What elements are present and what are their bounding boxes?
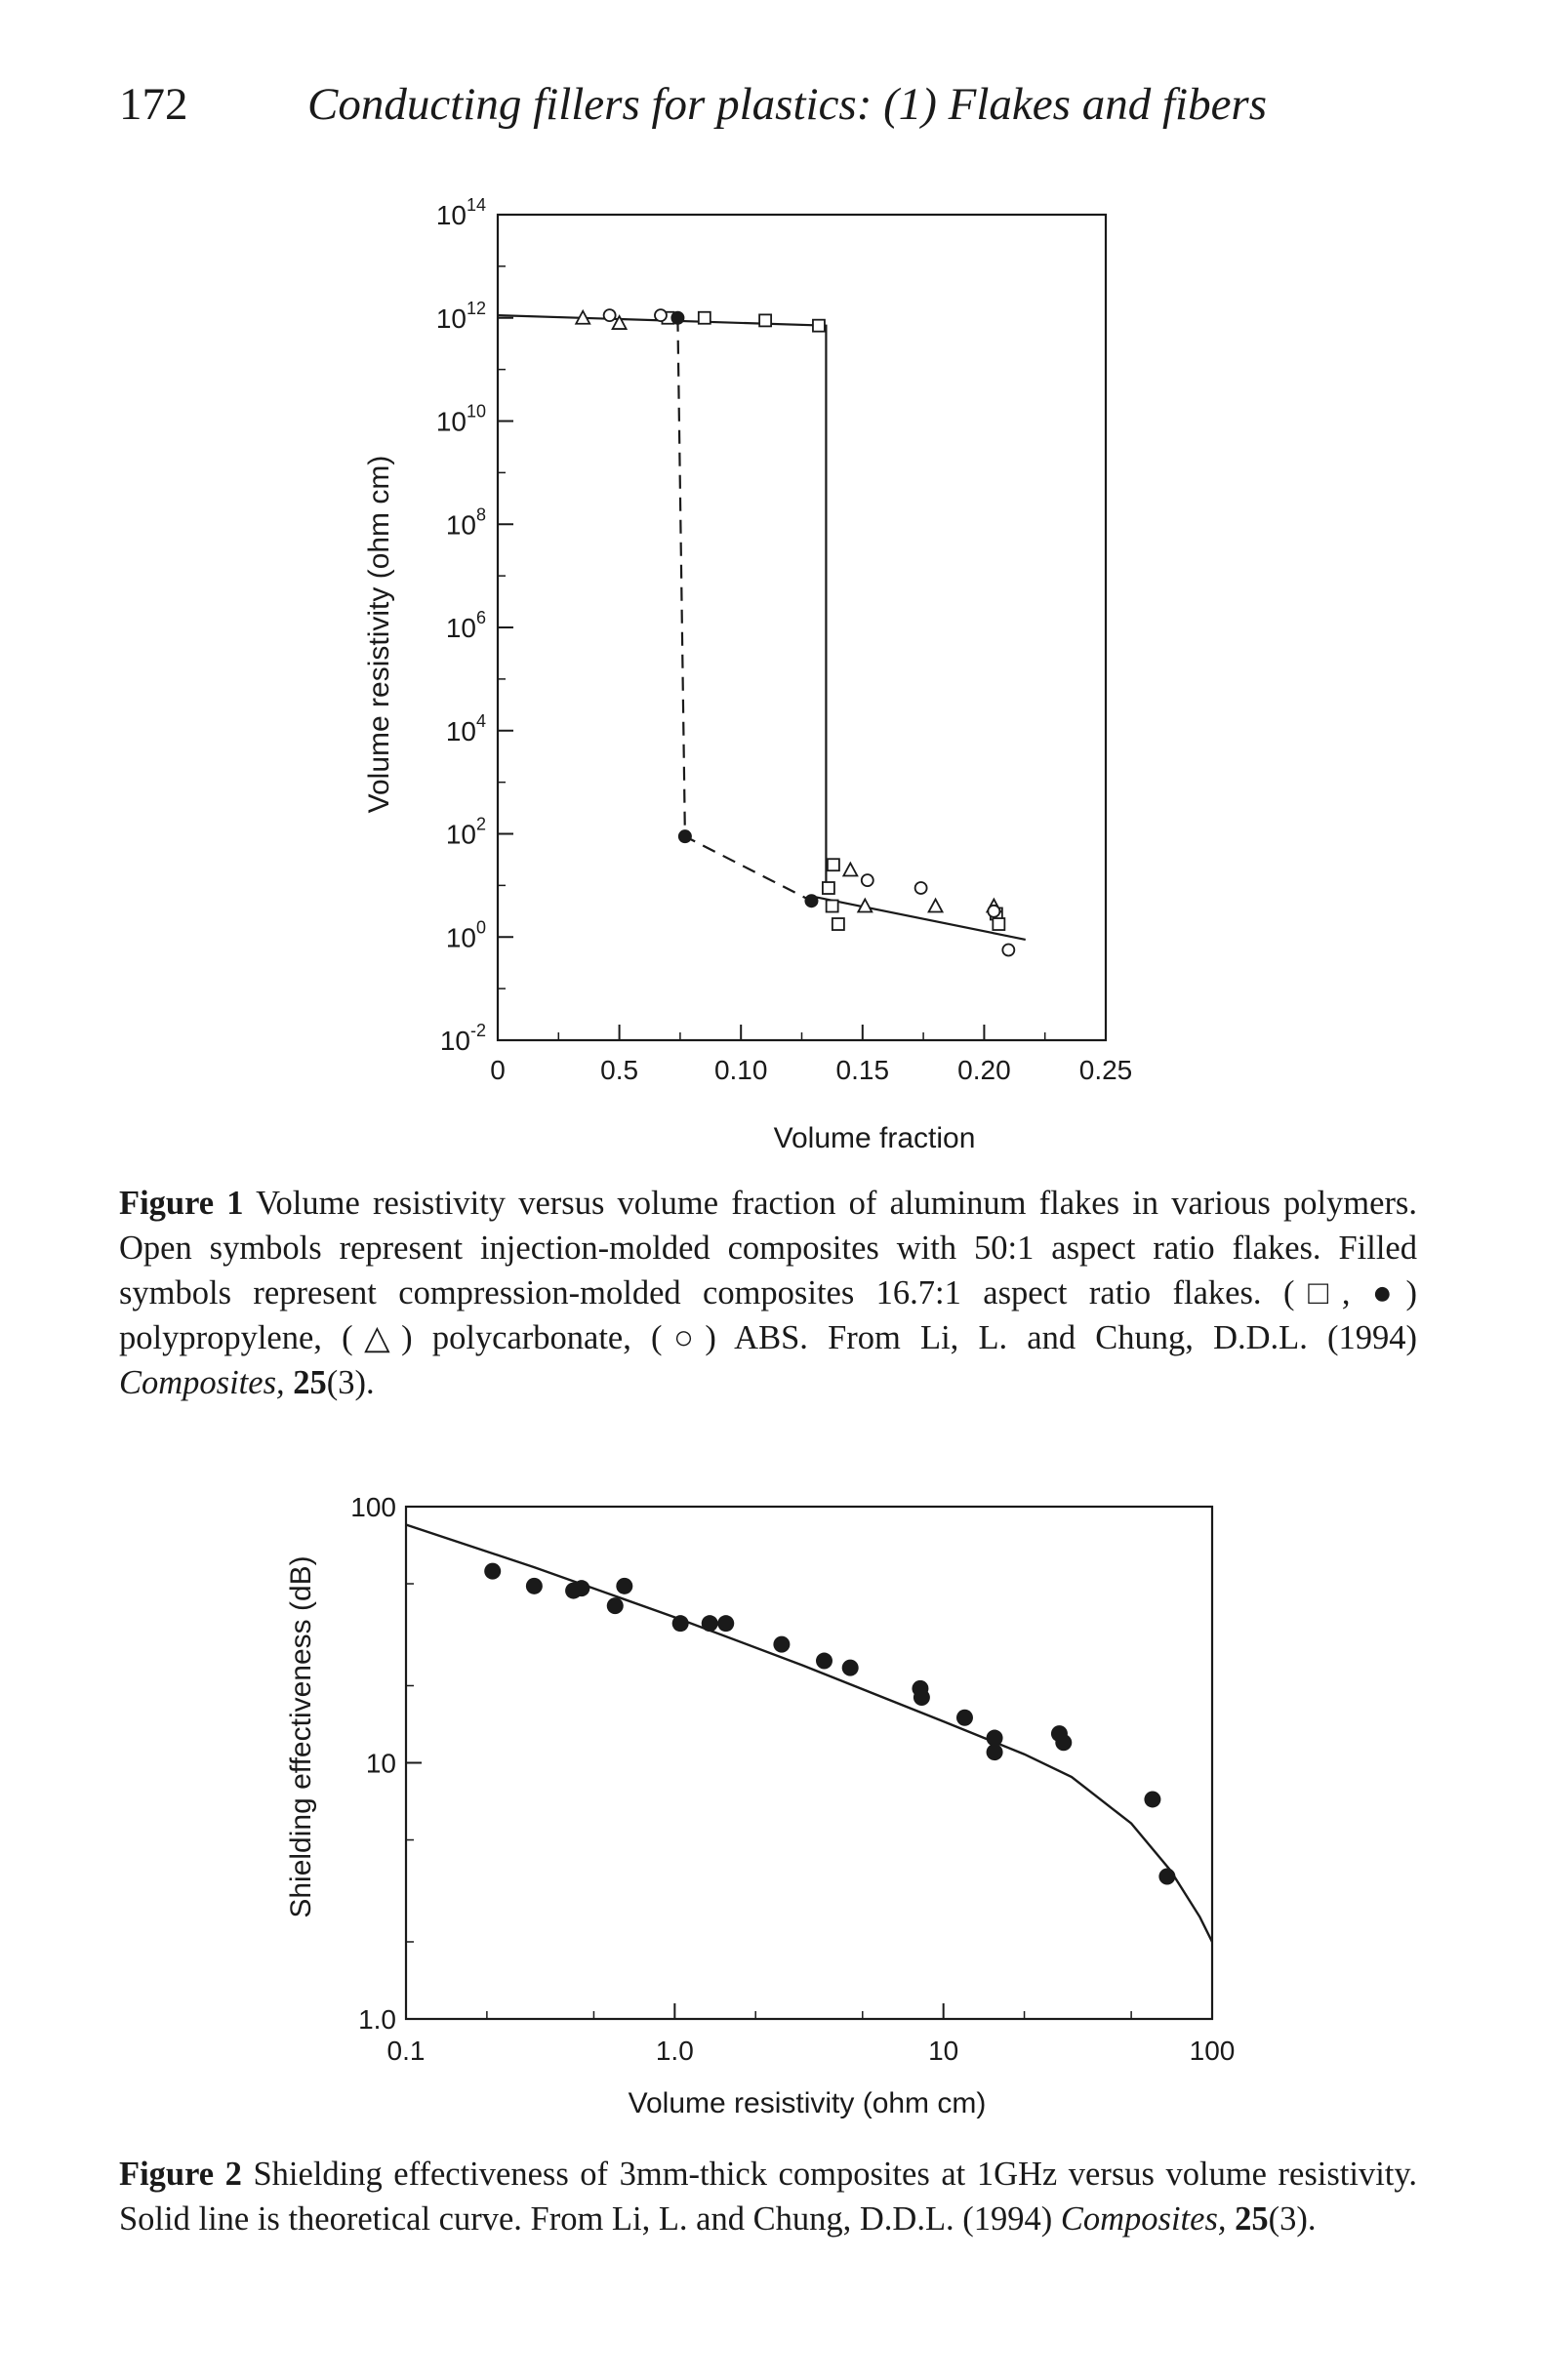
fig1-y-tick-label: 104	[446, 711, 486, 746]
fig2-data-point	[986, 1744, 1003, 1761]
fig2-x-tick-label: 0.1	[387, 2036, 426, 2066]
fig2-y-tick-label: 1.0	[358, 2004, 396, 2035]
fig2-data-point	[484, 1562, 502, 1580]
figure-2-caption-text: Shielding effectiveness of 3mm-thick com…	[119, 2156, 1417, 2238]
fig2-x-tick-label: 1.0	[656, 2036, 694, 2066]
fig1-marker-square	[831, 917, 845, 931]
running-head: Conducting fillers for plastics: (1) Fla…	[307, 79, 1268, 130]
fig2-data-point	[816, 1652, 833, 1670]
fig1-marker-square	[826, 858, 840, 872]
page-number: 172	[119, 79, 188, 130]
fig1-marker-square	[697, 310, 711, 325]
fig1-x-tick-label: 0.5	[600, 1055, 638, 1085]
fig1-marker-filled-circle	[804, 894, 819, 908]
fig1-marker-triangle	[856, 897, 873, 913]
fig1-marker-square	[822, 881, 835, 895]
fig1-y-tick-label: 1014	[436, 195, 486, 230]
fig2-data-point	[701, 1615, 718, 1633]
figure-2-volume: 25	[1235, 2200, 1269, 2238]
fig1-marker-square	[992, 917, 1006, 931]
fig2-data-point	[986, 1729, 1003, 1747]
figure-1-chart: Volume resistivity (ohm cm) Volume fract…	[363, 195, 1132, 1154]
fig2-data-point	[1144, 1791, 1161, 1808]
figure-1-label: Figure 1	[119, 1185, 244, 1222]
fig1-x-tick-label: 0	[490, 1055, 506, 1085]
figure-1-issue: (3).	[326, 1364, 375, 1401]
fig1-plot-frame	[496, 213, 1108, 1042]
fig1-marker-circle	[914, 881, 928, 895]
fig2-data-point	[616, 1577, 633, 1594]
fig1-marker-circle	[654, 308, 668, 323]
fig1-x-tick-label: 0.25	[1079, 1055, 1133, 1085]
fig1-marker-filled-circle	[670, 310, 685, 325]
fig1-marker-filled-circle	[677, 829, 692, 844]
fig2-data-point	[913, 1688, 930, 1706]
figure-1-journal: Composites,	[119, 1364, 285, 1401]
figure-2-chart: Shielding effectiveness (dB) Volume resi…	[285, 1492, 1235, 2119]
fig1-marker-circle	[987, 904, 1001, 918]
fig2-data-point	[1158, 1868, 1176, 1885]
fig1-x-tick-label: 0.10	[714, 1055, 768, 1085]
fig1-marker-triangle	[927, 897, 945, 913]
fig2-x-tick-label: 100	[1190, 2036, 1236, 2066]
fig2-data-point	[525, 1577, 543, 1594]
figure-1-caption-text: Volume resistivity versus volume fractio…	[119, 1185, 1417, 1356]
fig2-data-point	[573, 1580, 590, 1597]
figure-2-journal: Composites,	[1060, 2200, 1227, 2238]
fig1-y-tick-label: 1010	[436, 402, 486, 437]
fig2-y-tick-label: 100	[350, 1492, 396, 1522]
fig2-data-point	[841, 1659, 859, 1676]
fig2-data-point	[606, 1597, 624, 1615]
fig2-y-tick-label: 10	[366, 1749, 396, 1779]
fig1-y-tick-label: 1012	[436, 299, 486, 334]
page-header: 172 Conducting fillers for plastics: (1)…	[119, 78, 1427, 137]
fig2-data-point	[773, 1635, 791, 1653]
fig1-dashed-line	[676, 317, 812, 903]
fig2-data-point	[955, 1709, 973, 1726]
figure-2-caption: Figure 2 Shielding effectiveness of 3mm-…	[119, 2152, 1417, 2241]
fig1-marker-circle	[1001, 943, 1016, 957]
figure-1-volume: 25	[293, 1364, 327, 1401]
fig1-y-tick-label: 108	[446, 504, 486, 540]
figure-2-issue: (3).	[1268, 2200, 1317, 2238]
fig1-solid-line	[497, 314, 828, 886]
fig2-y-axis-title: Shielding effectiveness (dB)	[285, 1555, 317, 1917]
figure-1-caption: Figure 1 Volume resistivity versus volum…	[119, 1181, 1417, 1405]
fig1-y-tick-label: 106	[446, 608, 486, 643]
fig1-marker-circle	[860, 873, 874, 887]
fig1-y-axis-title: Volume resistivity (ohm cm)	[363, 456, 395, 814]
fig1-solid-line	[808, 894, 1026, 941]
fig2-data-point	[671, 1615, 689, 1633]
fig2-data-point	[1055, 1734, 1073, 1752]
fig2-x-tick-label: 10	[928, 2036, 958, 2066]
fig1-marker-square	[825, 899, 839, 913]
fig1-y-tick-label: 10-2	[440, 1021, 486, 1056]
fig1-y-tick-label: 102	[446, 815, 486, 850]
fig1-y-tick-label: 100	[446, 917, 486, 952]
fig1-marker-square	[812, 318, 826, 333]
figure-2-label: Figure 2	[119, 2156, 242, 2193]
fig1-marker-square	[758, 313, 773, 328]
fig1-x-tick-label: 0.15	[836, 1055, 890, 1085]
fig1-x-tick-label: 0.20	[957, 1055, 1011, 1085]
fig1-marker-triangle	[841, 861, 859, 877]
fig1-marker-triangle	[611, 314, 629, 330]
fig1-x-axis-title: Volume fraction	[774, 1122, 976, 1154]
fig2-theory-curve	[405, 1523, 1214, 1943]
fig2-x-axis-title: Volume resistivity (ohm cm)	[629, 2087, 987, 2119]
fig1-marker-triangle	[574, 308, 591, 325]
fig1-marker-circle	[602, 308, 617, 323]
fig1-data-layer: 0 0.5 0.10 0.15 0.20 0.25 1014 1012 1010 108 106 10…	[436, 195, 1132, 1085]
fig2-data-point	[717, 1615, 735, 1633]
